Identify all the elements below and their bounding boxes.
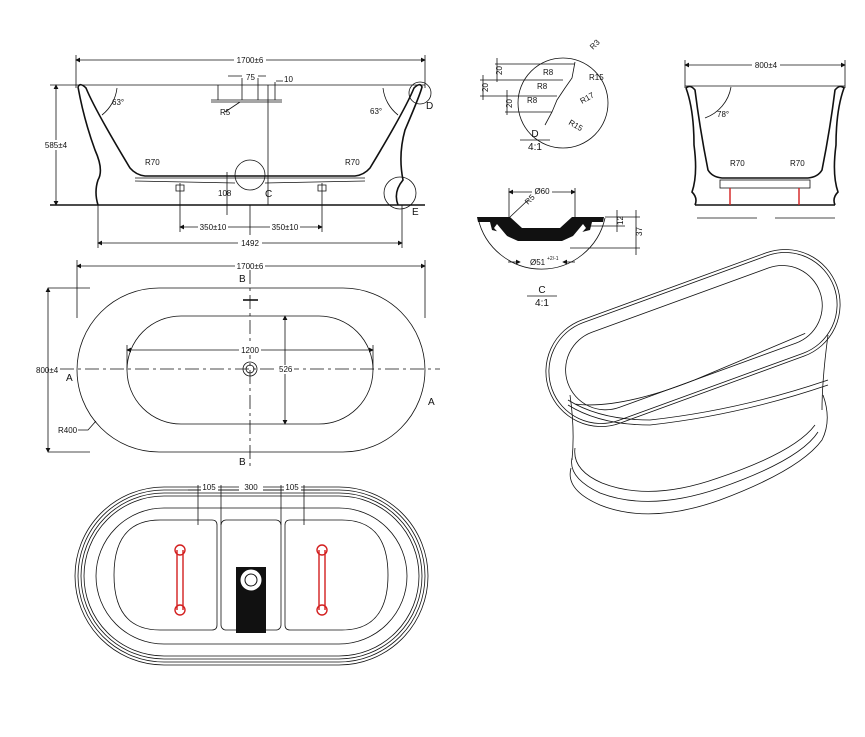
length-label: 1700±6 — [237, 56, 264, 65]
detail-d-label: D — [426, 101, 433, 112]
detail-c: Ø60 R5 12 37 Ø51 +2/-1 C 4:1 — [477, 187, 644, 309]
bottom-dim-center: 300 — [244, 483, 258, 492]
detail-d-step: 20 — [505, 99, 514, 108]
detail-d-radius: R3 — [588, 37, 602, 51]
depth2-label: 37 — [635, 227, 644, 236]
detail-d-step: 20 — [481, 83, 490, 92]
detail-c-title: C — [538, 285, 545, 296]
outer-dia-label: Ø60 — [534, 187, 550, 196]
depth1-label: 12 — [616, 216, 625, 225]
radius-right-label: R70 — [345, 158, 360, 167]
perspective-view — [545, 249, 841, 515]
end-radius-left: R70 — [730, 159, 745, 168]
height-label: 585±4 — [45, 141, 68, 150]
detail-d-circle — [408, 81, 432, 105]
detail-e-circle — [383, 176, 417, 210]
overflow-width-label: 75 — [246, 73, 255, 82]
end-radius-right: R70 — [790, 159, 805, 168]
overflow-radius-label: R5 — [220, 108, 231, 117]
side-view: 1700±6 585±4 63° 63° R70 R70 75 10 R5 10… — [43, 55, 433, 248]
bottom-view: 105 300 105 — [74, 482, 429, 666]
detail-d-radius: R8 — [537, 82, 548, 91]
outer-rim — [76, 287, 426, 453]
plan-view: 1700±6 800±4 A A B B 1200 526 R400 — [36, 260, 440, 470]
detail-d-step: 20 — [495, 66, 504, 75]
angle-right-label: 63° — [370, 107, 382, 116]
end-view: 800±4 78° R70 R70 — [684, 60, 846, 219]
section-a-left: A — [66, 373, 73, 384]
end-width-label: 800±4 — [755, 61, 778, 70]
end-angle-label: 78° — [717, 110, 729, 119]
base-length-label: 1492 — [241, 239, 259, 248]
detail-d-radius: R8 — [527, 96, 538, 105]
bottom-dim-right: 105 — [285, 483, 299, 492]
detail-d-title: D — [531, 129, 538, 140]
inner-dia-label: Ø51 — [530, 258, 546, 267]
detail-e-label: E — [412, 207, 419, 218]
plan-width-label: 800±4 — [36, 366, 59, 375]
angle-left-label: 63° — [112, 98, 124, 107]
leg-left-label: 350±10 — [200, 223, 227, 232]
drain-height-label: 108 — [218, 189, 232, 198]
detail-d-radius: R8 — [543, 68, 554, 77]
detail-c-scale: 4:1 — [535, 298, 549, 309]
inner-length-label: 1200 — [241, 346, 259, 355]
bottom-legs — [176, 550, 326, 610]
detail-d-radius: R15 — [567, 118, 585, 133]
detail-c-label: C — [265, 189, 272, 200]
radius-left-label: R70 — [145, 158, 160, 167]
overflow-offset-label: 10 — [284, 75, 293, 84]
detail-d: R3 R15 R8 R8 R17 R8 R15 20 20 20 D 4:1 — [480, 37, 609, 153]
plan-length-label: 1700±6 — [237, 262, 264, 271]
legs — [175, 183, 327, 205]
bottom-dim-left: 105 — [202, 483, 216, 492]
end-legs — [729, 188, 800, 205]
section-b-bottom: B — [239, 457, 246, 468]
detail-d-radius: R15 — [589, 73, 604, 82]
inner-tol-label: +2/-1 — [547, 256, 559, 262]
leg-right-label: 350±10 — [272, 223, 299, 232]
detail-d-scale: 4:1 — [528, 142, 542, 153]
detail-c-circle — [234, 159, 266, 191]
perspective-rim — [545, 249, 841, 427]
section-a-right: A — [428, 397, 435, 408]
inner-width-label: 526 — [279, 365, 293, 374]
detail-d-radius: R17 — [579, 90, 597, 105]
plan-radius-label: R400 — [58, 426, 78, 435]
section-b-top: B — [239, 274, 246, 285]
side-profile — [77, 83, 423, 206]
